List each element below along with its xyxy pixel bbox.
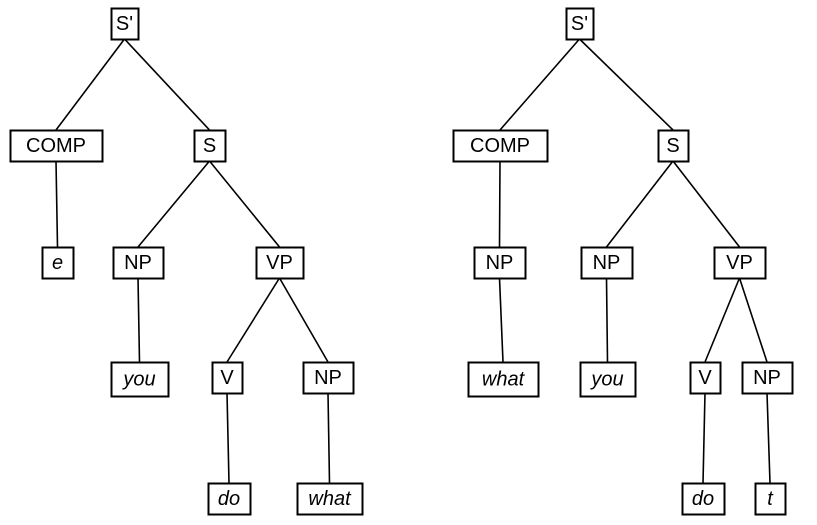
tree-node-R-VP[interactable]: VP (713, 246, 767, 280)
node-box-R-t (754, 482, 787, 516)
node-label-L-COMP: COMP (26, 135, 86, 157)
tree-edge-R-VP-to-R-NP2 (738, 277, 768, 363)
tree-node-L-Sbar[interactable]: S' (110, 7, 140, 41)
node-label-R-VP: VP (726, 252, 753, 274)
tree-node-L-NP1[interactable]: NP (112, 246, 165, 280)
tree-edge-R-S-to-R-NP1 (605, 160, 674, 248)
tree-edge-R-Sbar-to-R-COMP (499, 38, 581, 131)
node-box-L-NP2 (302, 361, 355, 395)
tree-edge-R-NP2-to-R-t (766, 392, 771, 484)
node-label-L-NP2: NP (314, 367, 342, 389)
tree-edge-L-NP1-to-L-you (137, 277, 141, 363)
node-label-L-what: what (308, 488, 352, 510)
node-box-R-COMP (452, 129, 549, 163)
node-box-R-what (467, 361, 540, 398)
tree-edge-L-VP-to-L-NP2 (278, 277, 329, 363)
node-box-R-V (689, 361, 722, 395)
left-tree-edges (55, 38, 331, 484)
node-label-R-COMP: COMP (470, 135, 530, 157)
edges-layer (55, 38, 771, 484)
tree-node-R-S[interactable]: S (657, 129, 690, 163)
node-label-R-Sbar: S' (571, 13, 588, 35)
tree-node-L-you[interactable]: you (110, 361, 170, 398)
node-box-R-NP2 (741, 361, 794, 395)
node-label-L-you: you (121, 368, 155, 390)
node-box-L-you (110, 361, 170, 398)
node-box-L-NP1 (112, 246, 165, 280)
node-label-R-t: t (767, 488, 774, 510)
tree-edge-R-NP1-to-R-you (605, 277, 609, 363)
node-box-L-S (193, 129, 227, 163)
node-box-L-V (211, 361, 244, 395)
node-label-L-e: e (52, 252, 63, 274)
node-label-L-S: S (203, 135, 216, 157)
node-label-R-NP2: NP (753, 367, 781, 389)
tree-edge-L-NP2-to-L-what (327, 392, 331, 484)
tree-edge-L-Sbar-to-L-COMP (55, 38, 126, 131)
node-label-L-do: do (218, 488, 240, 510)
node-box-L-Sbar (110, 7, 140, 41)
node-label-R-you: you (589, 368, 623, 390)
node-label-R-S: S (666, 135, 679, 157)
tree-node-R-V[interactable]: V (689, 361, 722, 395)
node-box-R-you (579, 361, 637, 398)
node-label-L-V: V (220, 367, 234, 389)
node-box-R-NP0 (473, 246, 527, 280)
tree-node-L-do[interactable]: do (207, 482, 252, 516)
tree-node-L-VP[interactable]: VP (255, 246, 305, 280)
tree-edge-L-S-to-L-VP (208, 160, 281, 248)
tree-edge-R-NP0-to-R-what (498, 277, 504, 363)
tree-edge-R-VP-to-R-V (704, 277, 741, 363)
right-tree-nodes: S' COMP S NP NP VP what you V NP do t (452, 7, 794, 516)
node-label-R-V: V (698, 367, 712, 389)
node-label-L-VP: VP (266, 252, 293, 274)
tree-node-L-what[interactable]: what (296, 482, 364, 516)
node-box-R-VP (713, 246, 767, 280)
node-label-L-Sbar: S' (116, 13, 133, 35)
tree-edge-L-V-to-L-do (226, 392, 230, 484)
tree-edge-L-VP-to-L-V (226, 277, 281, 363)
tree-node-R-what[interactable]: what (467, 361, 540, 398)
node-label-L-NP1: NP (124, 252, 152, 274)
tree-node-R-Sbar[interactable]: S' (565, 7, 595, 41)
tree-edge-R-COMP-to-R-NP0 (498, 160, 501, 248)
tree-edge-R-V-to-R-do (702, 392, 706, 484)
tree-node-R-do[interactable]: do (681, 482, 726, 516)
node-box-R-S (657, 129, 690, 163)
node-label-R-NP0: NP (486, 252, 514, 274)
tree-node-R-COMP[interactable]: COMP (452, 129, 549, 163)
node-box-L-do (207, 482, 252, 516)
tree-node-R-NP0[interactable]: NP (473, 246, 527, 280)
node-label-R-what: what (482, 368, 526, 390)
node-box-L-VP (255, 246, 305, 280)
tree-node-R-t[interactable]: t (754, 482, 787, 516)
tree-node-L-COMP[interactable]: COMP (9, 129, 104, 163)
tree-node-R-NP2[interactable]: NP (741, 361, 794, 395)
tree-node-L-V[interactable]: V (211, 361, 244, 395)
node-box-R-do (681, 482, 726, 516)
node-box-R-NP1 (580, 246, 634, 280)
node-label-R-NP1: NP (593, 252, 621, 274)
tree-node-L-S[interactable]: S (193, 129, 227, 163)
node-box-L-what (296, 482, 364, 516)
tree-node-R-NP1[interactable]: NP (580, 246, 634, 280)
node-label-R-do: do (692, 488, 714, 510)
tree-edge-L-COMP-to-L-e (55, 160, 59, 248)
tree-edge-L-S-to-L-NP1 (137, 160, 211, 248)
tree-edge-L-Sbar-to-L-S (123, 38, 211, 131)
node-box-L-e (41, 246, 75, 280)
right-tree-edges (498, 38, 771, 484)
tree-edge-R-S-to-R-VP (672, 160, 741, 248)
tree-node-R-you[interactable]: you (579, 361, 637, 398)
tree-node-L-e[interactable]: e (41, 246, 75, 280)
tree-node-L-NP2[interactable]: NP (302, 361, 355, 395)
node-box-R-Sbar (565, 7, 595, 41)
node-box-L-COMP (9, 129, 104, 163)
tree-edge-R-Sbar-to-R-S (578, 38, 674, 131)
